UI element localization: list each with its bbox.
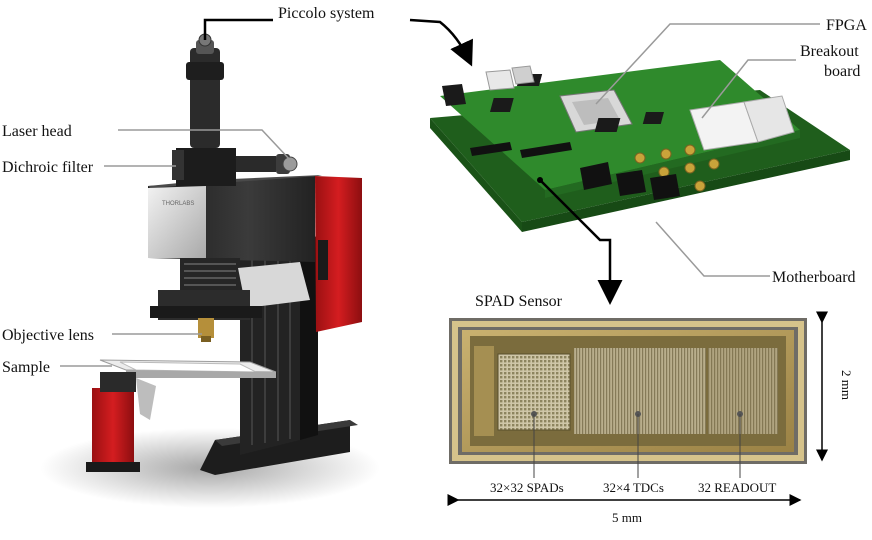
piccolo-system-label: Piccolo system (278, 5, 375, 22)
spads-region-label: 32×32 SPADs (490, 480, 564, 495)
readout-region-label: 32 READOUT (698, 480, 776, 495)
leader-lines (60, 23, 820, 367)
microscope-illustration: THORLABS (40, 33, 380, 508)
laser-head-label: Laser head (2, 123, 72, 140)
dichroic-filter-label: Dichroic filter (2, 159, 94, 176)
height-dimension-label: 2 mm (839, 370, 854, 400)
breakout-board-label-line2: board (824, 63, 860, 80)
piccolo-board-illustration (430, 60, 850, 232)
spad-sensor-chip (449, 318, 807, 464)
motherboard-label: Motherboard (772, 269, 856, 286)
sensor-link-arrow (539, 179, 623, 305)
objective-lens-label: Objective lens (2, 327, 94, 344)
fpga-label: FPGA (826, 17, 867, 34)
piccolo-link-arrow (203, 18, 470, 62)
spad-sensor-label: SPAD Sensor (475, 293, 563, 310)
sample-label: Sample (2, 359, 50, 376)
svg-text:THORLABS: THORLABS (162, 201, 194, 207)
tdcs-region-label: 32×4 TDCs (603, 480, 664, 495)
breakout-board-label-line1: Breakout (800, 43, 859, 60)
width-dimension-label: 5 mm (612, 510, 642, 525)
